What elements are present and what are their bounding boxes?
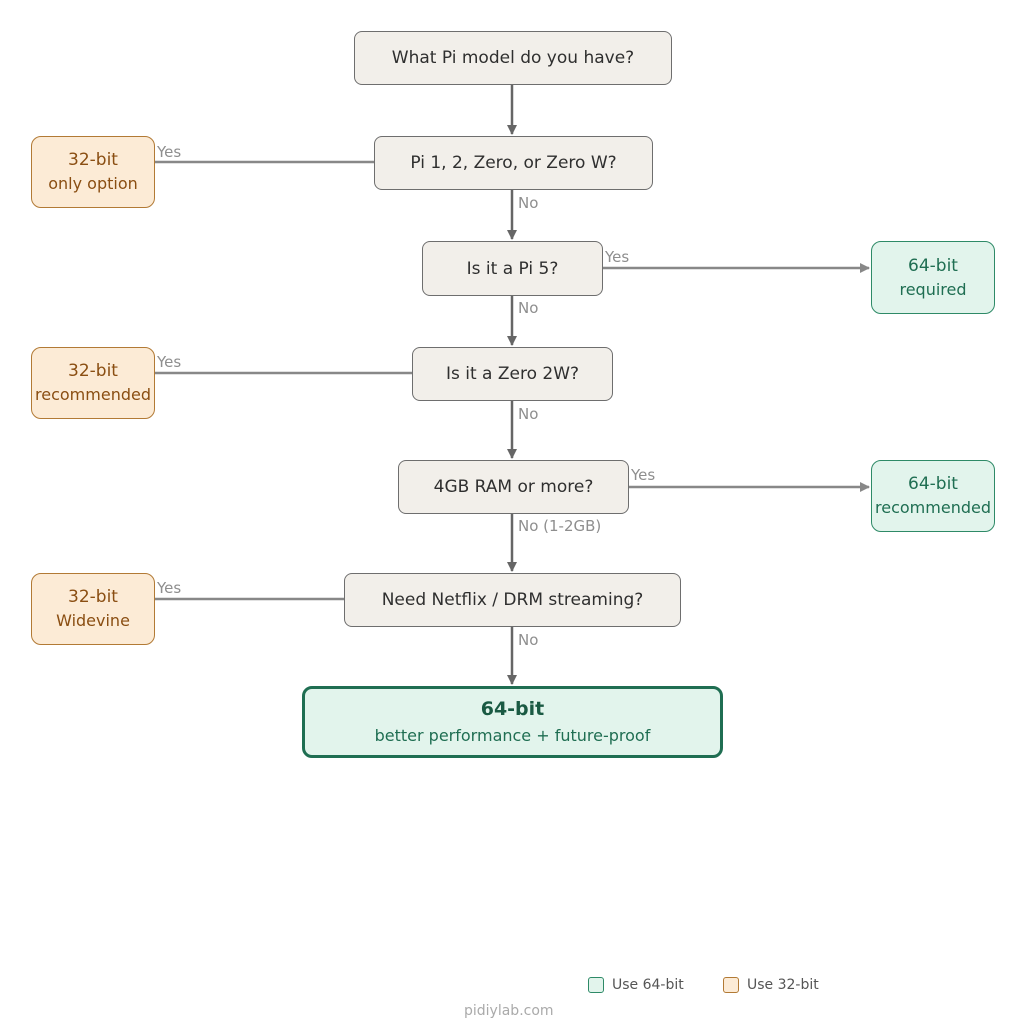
- edge-label-no-zero2w: No: [518, 405, 539, 423]
- edge-label-no-ram: No (1-2GB): [518, 517, 602, 535]
- result-32bit-recommended-sub: recommended: [35, 385, 151, 404]
- legend-label-32bit: Use 32-bit: [747, 977, 819, 993]
- result-64bit-required: 64-bit required: [871, 241, 995, 314]
- edge-label-yes-zero2w: Yes: [157, 353, 182, 371]
- result-64bit-recommended-sub: recommended: [875, 498, 991, 517]
- result-32bit-widevine-sub: Widevine: [56, 611, 130, 630]
- result-32bit-only-option-title: 32-bit: [68, 150, 118, 170]
- question-zero2w: Is it a Zero 2W?: [412, 347, 613, 401]
- legend-label-64bit: Use 64-bit: [612, 977, 684, 993]
- result-64bit-required-sub: required: [899, 279, 967, 299]
- question-ram: 4GB RAM or more?: [398, 460, 629, 514]
- result-32bit-only-option-sub: only option: [48, 174, 138, 193]
- question-drm-text: Need Netflix / DRM streaming?: [381, 590, 644, 610]
- result-64bit-required-title: 64-bit: [908, 255, 958, 276]
- question-pi5-text: Is it a Pi 5?: [466, 258, 559, 279]
- question-zero2w-text: Is it a Zero 2W?: [445, 364, 580, 384]
- edge-label-no-pi5: No: [518, 299, 539, 317]
- question-ram-text: 4GB RAM or more?: [433, 477, 594, 497]
- legend-item-64bit: Use 64-bit: [588, 977, 684, 993]
- result-64bit-final: 64-bit better performance + future-proof: [302, 686, 723, 758]
- footer-credit: pidiylab.com: [464, 1003, 554, 1019]
- question-pi-model: What Pi model do you have?: [354, 31, 672, 85]
- result-32bit-only-option: 32-bit only option: [31, 136, 155, 208]
- question-pi5: Is it a Pi 5?: [422, 241, 603, 296]
- edge-label-yes-pi5: Yes: [605, 248, 630, 266]
- result-64bit-recommended: 64-bit recommended: [871, 460, 995, 532]
- edge-label-no-drm: No: [518, 631, 539, 649]
- result-32bit-recommended-title: 32-bit: [68, 361, 118, 381]
- result-32bit-widevine-title: 32-bit: [68, 587, 118, 607]
- legend-item-32bit: Use 32-bit: [723, 977, 819, 993]
- result-32bit-widevine: 32-bit Widevine: [31, 573, 155, 645]
- edge-label-yes-old: Yes: [157, 143, 182, 161]
- legend-swatch-64bit: [588, 977, 604, 993]
- result-64bit-final-title: 64-bit: [480, 698, 545, 720]
- result-64bit-final-sub: better performance + future-proof: [374, 726, 651, 745]
- question-drm: Need Netflix / DRM streaming?: [344, 573, 681, 627]
- question-pi-model-text: What Pi model do you have?: [391, 48, 635, 68]
- edge-label-no-old: No: [518, 194, 539, 212]
- edge-label-yes-drm: Yes: [157, 579, 182, 597]
- legend-swatch-32bit: [723, 977, 739, 993]
- result-64bit-recommended-title: 64-bit: [908, 474, 958, 494]
- result-32bit-recommended: 32-bit recommended: [31, 347, 155, 419]
- question-old-models: Pi 1, 2, Zero, or Zero W?: [374, 136, 653, 190]
- edge-label-yes-ram: Yes: [631, 466, 656, 484]
- question-old-models-text: Pi 1, 2, Zero, or Zero W?: [410, 153, 617, 173]
